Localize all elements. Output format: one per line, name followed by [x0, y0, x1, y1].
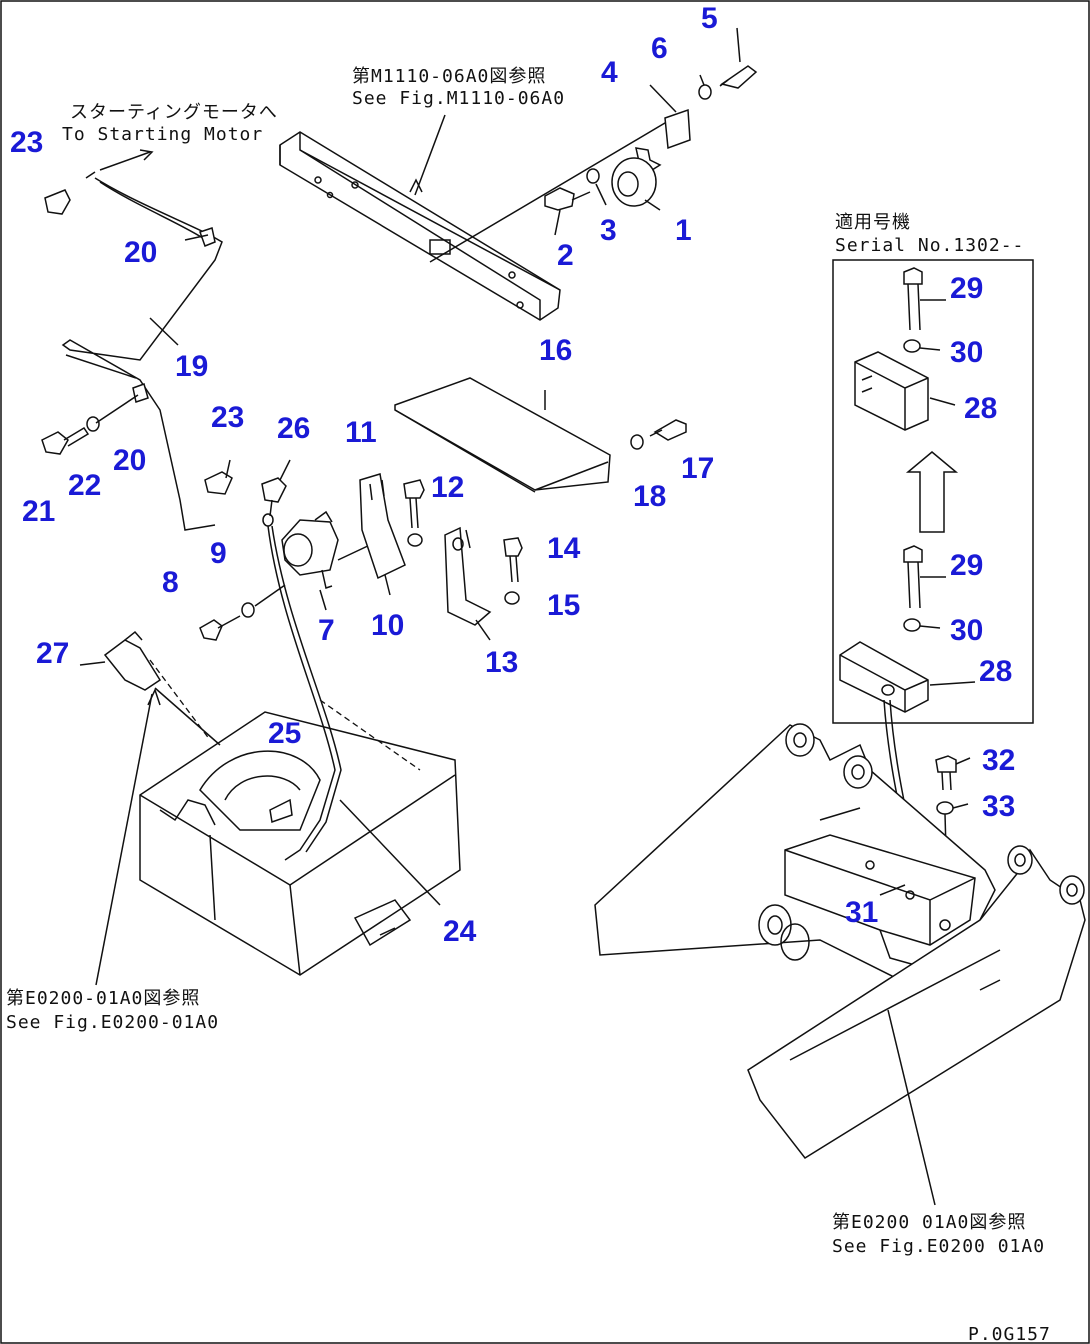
callout-26: 26 [277, 412, 310, 445]
callout-23-lower: 23 [211, 401, 244, 434]
notes: スターティングモータへ To Starting Motor 第M1110-06A… [6, 66, 1051, 1344]
starter-cable [44, 149, 223, 531]
callout-29-bottom: 29 [950, 549, 983, 582]
note-serial-ja: 適用号機 [835, 212, 911, 233]
callout-22: 22 [68, 469, 101, 502]
note-starting-motor-en: To Starting Motor [62, 124, 263, 145]
bracket-bolt [403, 479, 425, 547]
callout-30-bottom: 30 [950, 614, 983, 647]
note-ref-e0200-left-ja: 第E0200-01A0図参照 [6, 988, 200, 1009]
note-ref-e0200-right-ja: 第E0200 01A0図参照 [832, 1212, 1026, 1233]
switch-bolt [935, 755, 957, 851]
callout-28-top: 28 [964, 392, 997, 425]
callout-16: 16 [539, 334, 572, 367]
battery-box [139, 659, 461, 976]
callout-6: 6 [651, 32, 668, 65]
relay-bracket [359, 473, 406, 580]
callout-9: 9 [210, 537, 227, 570]
note-ref-m1110-ja: 第M1110-06A0図参照 [352, 66, 546, 87]
note-ref-m1110-en: See Fig.M1110-06A0 [352, 88, 565, 109]
callout-27: 27 [36, 637, 69, 670]
cover-bolt [630, 419, 687, 450]
callout-18: 18 [633, 480, 666, 513]
callout-19: 19 [175, 350, 208, 383]
callout-5: 5 [701, 2, 718, 35]
callout-13: 13 [485, 646, 518, 679]
callout-20-bottom: 20 [113, 444, 146, 477]
callout-4: 4 [601, 56, 618, 89]
callout-8: 8 [162, 566, 179, 599]
note-starting-motor-ja: スターティングモータへ [70, 102, 278, 123]
chassis-frame [594, 723, 1086, 1206]
callout-21: 21 [22, 495, 55, 528]
note-serial-en: Serial No.1302-- [835, 235, 1024, 256]
callout-3: 3 [600, 214, 617, 247]
frame-beam [279, 131, 561, 321]
callout-2: 2 [557, 239, 574, 272]
callout-33: 33 [982, 790, 1015, 823]
callout-31: 31 [845, 896, 878, 929]
callout-32: 32 [982, 744, 1015, 777]
page-code: P.0G157 [968, 1324, 1051, 1344]
callout-numbers: 1 2 3 4 5 6 7 8 9 10 11 12 13 14 15 16 1… [10, 2, 1015, 948]
callout-7: 7 [318, 614, 335, 647]
horn-bracket-assembly [429, 65, 758, 263]
callout-17: 17 [681, 452, 714, 485]
callout-15: 15 [547, 589, 580, 622]
clip-bolt [41, 416, 100, 455]
note-ref-e0200-left-en: See Fig.E0200-01A0 [6, 1012, 219, 1033]
relay-cover [394, 377, 611, 493]
leader-lines [149, 27, 976, 896]
callout-23-top: 23 [10, 126, 43, 159]
callout-28-bottom: 28 [979, 655, 1012, 688]
battery-cable [267, 525, 441, 906]
bracket-bolt-2 [503, 537, 523, 605]
callout-10: 10 [371, 609, 404, 642]
callout-1: 1 [675, 214, 692, 247]
terminals [204, 471, 287, 527]
callout-25: 25 [268, 717, 301, 750]
battery-relay [199, 510, 373, 641]
serial-box [832, 259, 1034, 724]
callout-29-top: 29 [950, 272, 983, 305]
connector [79, 630, 221, 986]
cover-bracket [444, 526, 492, 626]
callout-11: 11 [345, 416, 377, 449]
callout-24: 24 [443, 915, 477, 948]
callout-12: 12 [431, 471, 464, 504]
callout-20-top: 20 [124, 236, 157, 269]
callout-30-top: 30 [950, 336, 983, 369]
callout-14: 14 [547, 532, 581, 565]
note-ref-e0200-right-en: See Fig.E0200 01A0 [832, 1236, 1045, 1257]
